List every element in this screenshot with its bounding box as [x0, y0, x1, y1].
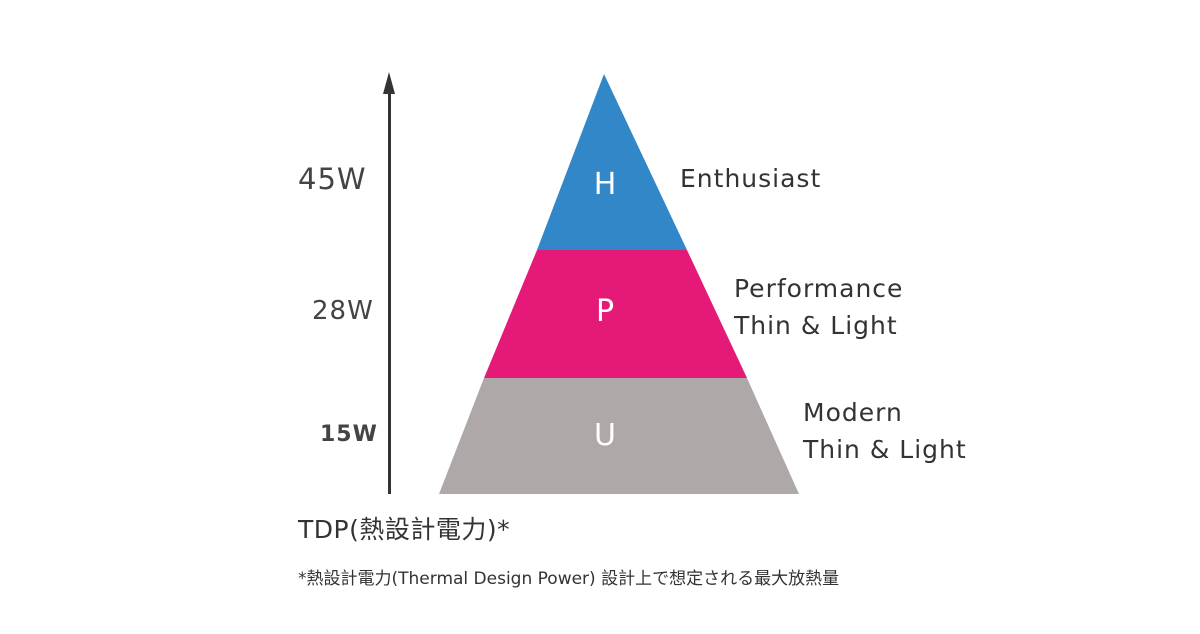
tdp-axis-line — [388, 92, 391, 494]
category-modern-thin-light: Modern Thin & Light — [803, 394, 967, 468]
category-line: Thin & Light — [734, 311, 898, 340]
tier-u-letter: U — [594, 418, 616, 453]
axis-label-15w: 15W — [320, 422, 378, 447]
tier-p-letter: P — [596, 294, 614, 329]
tier-p-segment — [484, 250, 747, 378]
axis-label-28w: 28W — [312, 296, 374, 326]
tier-h-letter: H — [594, 167, 617, 202]
category-enthusiast: Enthusiast — [680, 160, 821, 197]
category-line: Enthusiast — [680, 164, 822, 193]
tdp-axis-title: TDP(熱設計電力)* — [298, 515, 511, 544]
category-line: Thin & Light — [803, 435, 967, 464]
tdp-footnote: *熱設計電力(Thermal Design Power) 設計上で想定される最大… — [298, 569, 840, 589]
axis-label-45w: 45W — [298, 162, 367, 196]
axis-arrow-up-icon — [383, 72, 395, 94]
category-line: Modern — [803, 398, 903, 427]
category-performance-thin-light: Performance Thin & Light — [734, 270, 903, 344]
category-line: Performance — [734, 274, 904, 303]
tier-h-segment — [537, 74, 687, 250]
tier-u-segment — [439, 378, 799, 494]
